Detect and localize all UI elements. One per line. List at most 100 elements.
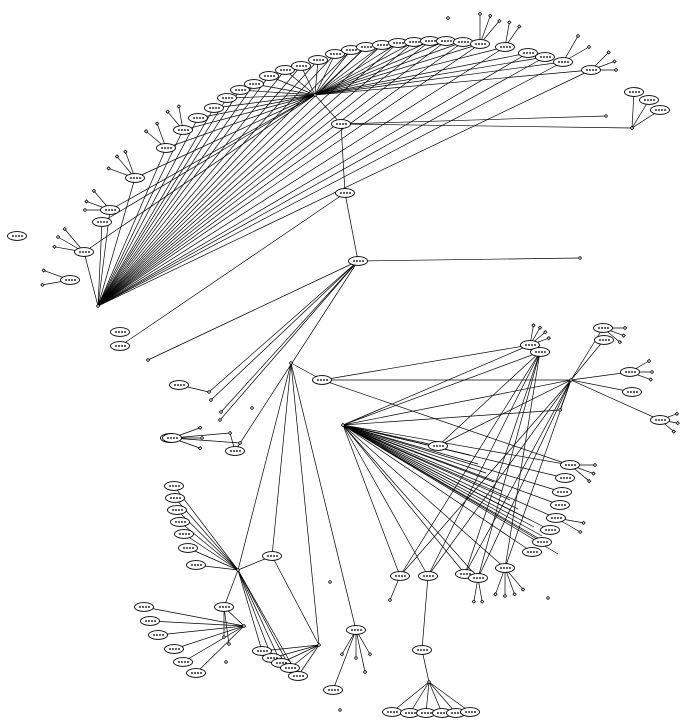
junction-t1-2	[497, 18, 502, 24]
junction-rs1-2	[586, 478, 592, 484]
edge-spine_2-spine_3	[344, 192, 359, 262]
node-lower_left_hub	[214, 602, 234, 612]
edge-jA-top_arc_2	[97, 97, 228, 307]
edge-jA-top_arc_21	[97, 56, 546, 307]
edge-jG-lower_mid_2	[427, 379, 572, 577]
node-right_cluster_2	[530, 347, 550, 357]
node-lower_left_4	[148, 630, 168, 640]
junction-jS	[227, 430, 233, 436]
edge-jE-lower_left_hub	[223, 569, 239, 608]
edge-fan-2	[342, 424, 487, 474]
node-top_arc_4	[244, 79, 264, 89]
edge-jB-top_arc_21	[314, 56, 546, 96]
junction-l1-1	[82, 207, 88, 213]
edge-fan-3	[342, 424, 495, 483]
node-left_col_5	[174, 529, 194, 539]
junction-jB	[312, 92, 318, 98]
edge-jC-right_cluster_2	[342, 351, 541, 426]
edge-jA-top_arc_1	[97, 107, 215, 307]
edge-jA-top_arc_22	[97, 61, 564, 307]
junction-t1-1	[488, 13, 493, 18]
edge-right_cluster_2-center_mid	[437, 351, 541, 447]
edge-fan-8	[342, 424, 535, 528]
edge-jA-top_arc_3	[97, 89, 241, 307]
junction-rc1-1	[537, 325, 543, 330]
node-left_4	[60, 275, 80, 285]
node-bottom_small_row_4	[280, 663, 300, 673]
edge-jB-top_arc_16	[314, 40, 447, 96]
node-top_arc_23	[581, 65, 601, 75]
edge-jA-top_arc_17	[97, 41, 464, 307]
edge-jB-top_arc_10	[314, 49, 352, 96]
junction-t3-1	[586, 44, 592, 50]
edge-jF-bottom_small_row_5	[297, 644, 320, 677]
node-right_top_3	[650, 105, 670, 115]
node-left_col_3	[167, 505, 187, 515]
junction-l5-1	[176, 104, 181, 109]
node-top_arc_7	[291, 61, 311, 71]
node-left_3	[74, 247, 94, 257]
edge-jB-left_1	[109, 94, 316, 211]
junction-t4-2	[613, 67, 619, 73]
node-left_mid_1	[225, 446, 245, 456]
edge-jB-top_arc_12	[314, 44, 383, 96]
edge-jD-lower_mid_6	[271, 362, 292, 557]
edge-jE-left_col_6	[187, 547, 239, 571]
junction-t3-0	[575, 33, 581, 39]
node-right_cluster_1	[520, 340, 540, 350]
edge-jA-top_arc_8	[97, 59, 319, 307]
junction-jJ	[577, 255, 583, 261]
node-top_arc_3	[230, 85, 250, 95]
junction-jC	[340, 422, 346, 428]
node-left_5	[7, 231, 27, 241]
junction-jW	[362, 669, 368, 675]
edge-jE-bottom_small_row_3	[237, 569, 282, 664]
edge-jB-top_arc_14	[314, 41, 415, 96]
edge-spine_3-jR	[219, 260, 359, 421]
junction-jP	[208, 397, 214, 403]
edge-jG-jL	[559, 379, 572, 411]
edge-jA-left_2	[97, 221, 103, 307]
node-top_arc_26	[156, 143, 176, 153]
edge-fan-9	[342, 424, 543, 537]
node-top_arc_20	[518, 48, 538, 58]
node-left_2	[92, 217, 112, 227]
junction-jM	[445, 15, 451, 21]
edge-jC-jG	[342, 379, 572, 426]
edge-right_cluster_2-lower_mid_4	[477, 351, 541, 579]
junction-rs1-0	[592, 462, 598, 468]
junction-rc3-2	[617, 339, 623, 345]
node-center_hub	[312, 375, 332, 385]
junction-jH	[426, 679, 432, 685]
edge-jH-bottom_row_6	[428, 681, 471, 713]
node-lower_mid_5	[495, 563, 515, 573]
junction-lm2-2	[198, 425, 203, 430]
junction-jK	[629, 125, 635, 131]
junction-l2-0	[52, 244, 57, 249]
edge-lower_left_hub-jAA	[223, 606, 230, 645]
edge-jAB-lower_left_5	[173, 625, 245, 650]
edge-jA-top_arc_7	[97, 65, 302, 307]
junction-jZ	[223, 659, 229, 665]
graph-junction-points	[40, 11, 680, 713]
edge-fan-4	[342, 424, 503, 492]
junction-rc5-1	[649, 369, 655, 375]
node-lower_mid_6	[262, 551, 282, 561]
junction-l6-1	[41, 268, 46, 273]
edge-jH-bottom_row_3	[425, 681, 430, 714]
node-bottom_center	[412, 645, 432, 655]
edge-jB-top_arc_17	[314, 41, 464, 96]
node-top_arc_27	[125, 173, 145, 183]
node-right_cluster_6	[622, 387, 642, 397]
edge-right_cluster_3-jG	[570, 327, 604, 381]
junction-rc3-1	[621, 333, 626, 338]
junction-l2-1	[55, 234, 61, 240]
node-top_arc_2	[217, 93, 237, 103]
node-bottom_row_4	[432, 708, 452, 718]
junction-jE	[235, 567, 241, 573]
node-right_stack_1	[560, 460, 580, 470]
edge-spine_2-mid_left_1	[119, 192, 346, 347]
edge-spine_1-jI	[340, 115, 607, 125]
junction-lm4-0	[480, 599, 485, 604]
node-top_arc_25	[173, 125, 193, 135]
